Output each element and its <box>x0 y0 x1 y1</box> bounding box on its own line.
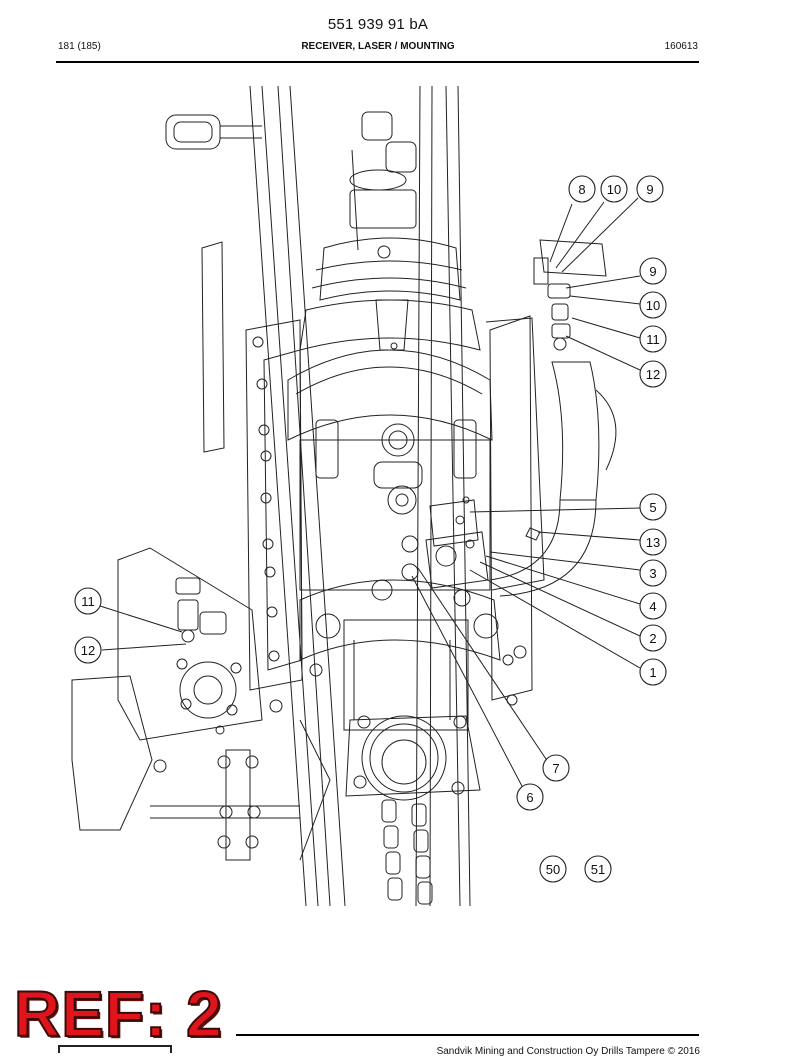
callout-bubble: 4 <box>639 592 667 620</box>
lower-housing <box>299 579 501 731</box>
callout-bubble: 3 <box>639 559 667 587</box>
left-mount-plate <box>201 241 225 453</box>
callout-label: 10 <box>646 298 660 313</box>
callout-bubble: 10 <box>600 175 628 203</box>
reference-stamp: REF: 2 <box>13 978 223 1050</box>
feed-rails <box>249 85 471 907</box>
callout-label: 1 <box>649 665 656 680</box>
drive-chain <box>381 799 433 905</box>
callout-bubble: 10 <box>639 291 667 319</box>
callout-label: 5 <box>649 500 656 515</box>
callout-bubble: 11 <box>74 587 102 615</box>
date-code: 160613 <box>664 41 698 52</box>
callout-bubble: 6 <box>516 783 544 811</box>
callout-bubble: 2 <box>639 624 667 652</box>
company-logo <box>58 1045 172 1053</box>
callout-label: 9 <box>649 264 656 279</box>
callout-label: 9 <box>646 182 653 197</box>
left-exploded-assembly <box>71 547 263 831</box>
callout-label: 7 <box>552 761 559 776</box>
carriage-body <box>287 349 493 591</box>
document-number: 551 939 91 bA <box>327 16 429 33</box>
header-rule <box>56 61 699 63</box>
callout-label: 2 <box>649 631 656 646</box>
callout-label: 4 <box>649 599 656 614</box>
callout-label: 50 <box>546 862 560 877</box>
right-hose-assembly <box>485 239 617 597</box>
callout-label: 12 <box>646 367 660 382</box>
page-title: RECEIVER, LASER / MOUNTING <box>301 41 455 52</box>
callout-label: 11 <box>646 332 660 347</box>
left-side-plate <box>245 319 303 691</box>
callout-label: 12 <box>81 643 95 658</box>
callout-label: 6 <box>526 790 533 805</box>
callout-bubble: 12 <box>639 360 667 388</box>
callout-bubble: 7 <box>542 754 570 782</box>
callout-bubble: 51 <box>584 855 612 883</box>
callout-bubble: 1 <box>639 658 667 686</box>
footer-copyright: Sandvik Mining and Construction Oy Drill… <box>436 1046 700 1057</box>
callout-bubble: 50 <box>539 855 567 883</box>
exploded-parts-drawing: 8 10 9 9 10 11 12 5 13 3 4 2 1 11 12 7 6… <box>71 85 667 907</box>
callout-label: 10 <box>607 182 621 197</box>
callout-bubble: 9 <box>639 257 667 285</box>
callout-bubble: 13 <box>639 528 667 556</box>
callout-bubble: 9 <box>636 175 664 203</box>
callout-bubble: 8 <box>568 175 596 203</box>
page-counter: 181 (185) <box>58 41 101 52</box>
callout-bubble: 12 <box>74 636 102 664</box>
callout-label: 11 <box>81 594 95 609</box>
callout-bubble: 11 <box>639 325 667 353</box>
upper-housing <box>299 237 481 351</box>
callout-label: 8 <box>578 182 585 197</box>
callout-bubbles: 8 10 9 9 10 11 12 5 13 3 4 2 1 11 12 7 6… <box>74 175 667 883</box>
right-rollers <box>269 645 527 713</box>
bottom-flange <box>345 715 481 801</box>
callout-bubble: 5 <box>639 493 667 521</box>
bottom-left-bracket <box>150 719 331 861</box>
top-hose-fittings <box>349 111 417 251</box>
leader-lines <box>99 197 641 791</box>
callout-label: 51 <box>591 862 605 877</box>
callout-label: 3 <box>649 566 656 581</box>
top-handle <box>165 114 262 150</box>
footer-rule <box>236 1034 699 1036</box>
callout-label: 13 <box>646 535 660 550</box>
